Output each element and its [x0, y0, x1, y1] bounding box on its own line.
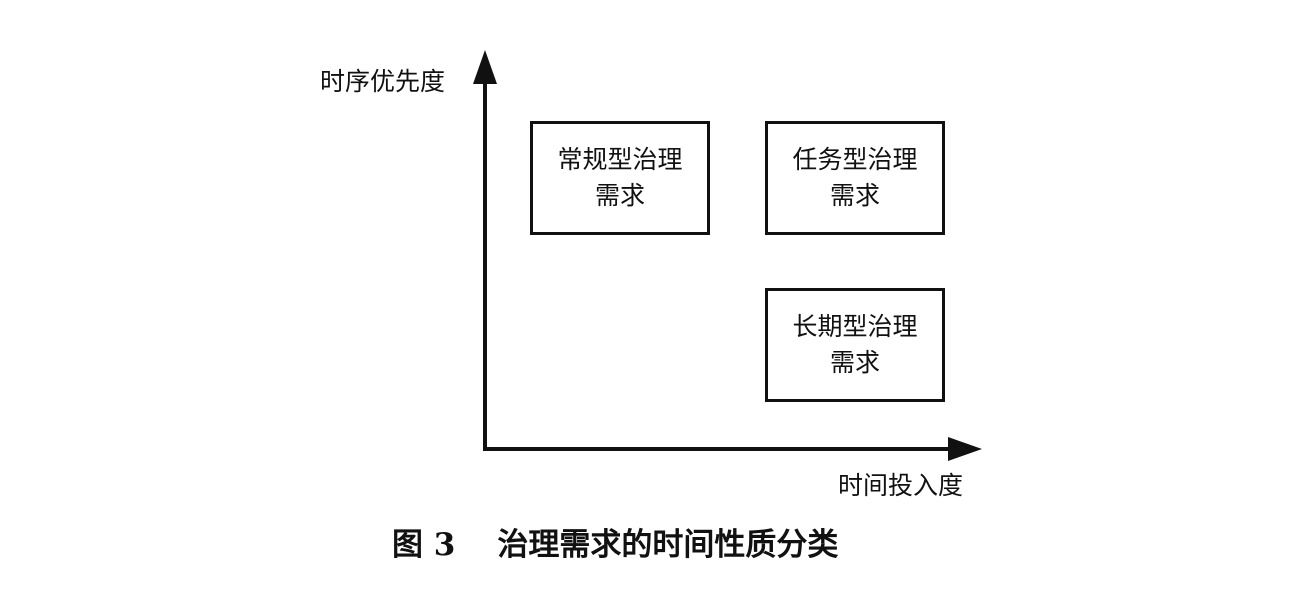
routine-governance-line-2: 需求 [594, 181, 645, 210]
routine-governance-line-1: 常规型治理 [557, 144, 683, 174]
y-axis-arrowhead [473, 50, 497, 84]
routine-governance-box: 常规型治理 需求 [530, 121, 710, 235]
long-term-governance-line-1: 长期型治理 [792, 311, 918, 341]
task-governance-line-2: 需求 [829, 181, 880, 210]
task-governance-box: 任务型治理 需求 [765, 121, 945, 235]
long-term-governance-box: 长期型治理 需求 [765, 288, 945, 402]
figure-number: 图 3 [392, 527, 456, 563]
y-axis-label: 时序优先度 [320, 67, 446, 96]
x-axis-label: 时间投入度 [838, 471, 964, 500]
figure-title: 治理需求的时间性质分类 [497, 527, 839, 563]
x-axis-arrowhead [948, 437, 982, 461]
long-term-governance-line-2: 需求 [829, 348, 880, 377]
figure-caption: 图 3 治理需求的时间性质分类 [392, 530, 838, 561]
task-governance-line-1: 任务型治理 [792, 144, 918, 174]
